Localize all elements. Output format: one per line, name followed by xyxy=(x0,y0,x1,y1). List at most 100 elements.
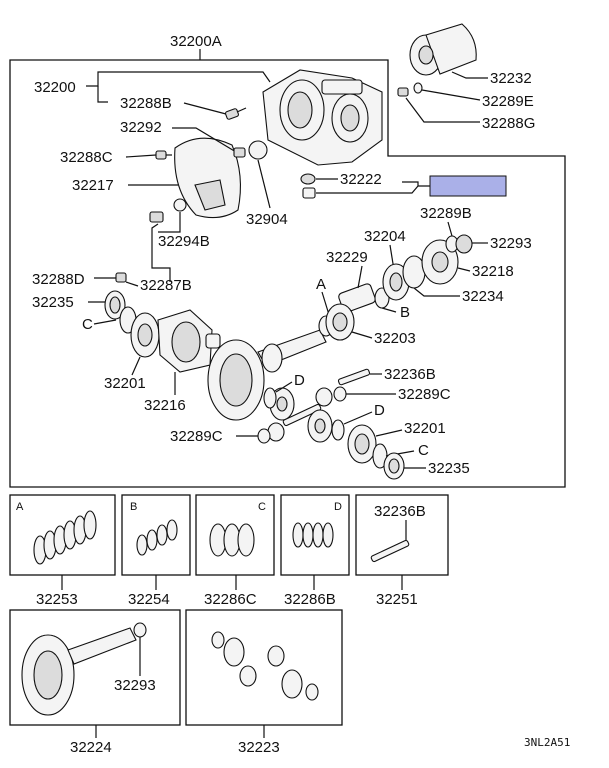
nut-32293 xyxy=(455,234,473,254)
subbox-C-part[interactable]: 32286C xyxy=(204,591,257,608)
shim-set-C xyxy=(209,523,255,557)
label-32201-b[interactable]: 32201 xyxy=(404,420,446,437)
leader-32288B xyxy=(183,102,227,115)
label-32232[interactable]: 32232 xyxy=(490,70,532,87)
leader-32904 xyxy=(257,159,271,209)
bottom-box-diff-gears: 32223 xyxy=(185,609,343,756)
bottom-box-1-part[interactable]: 32224 xyxy=(70,739,112,756)
shaft-pin xyxy=(282,403,322,427)
label-32204[interactable]: 32204 xyxy=(364,228,406,245)
label-32234[interactable]: 32234 xyxy=(462,288,504,305)
label-32236B[interactable]: 32236B xyxy=(384,366,436,383)
subbox-pin-part[interactable]: 32251 xyxy=(376,591,418,608)
label-32222[interactable]: 32222 xyxy=(340,171,382,188)
subbox-pin-label[interactable]: 32236B xyxy=(374,503,426,520)
leader-32287C-b xyxy=(316,185,419,194)
letter-A: A xyxy=(316,276,326,293)
label-32289E[interactable]: 32289E xyxy=(482,93,534,110)
leader-32288C xyxy=(125,154,157,158)
label-32293-a[interactable]: 32293 xyxy=(490,235,532,252)
plug-32294B xyxy=(149,198,187,223)
leader-32201-b xyxy=(375,429,403,437)
diff-case-32216 xyxy=(157,309,221,373)
label-32288C[interactable]: 32288C xyxy=(60,149,113,166)
label-32289B[interactable]: 32289B xyxy=(420,205,472,222)
leader-D-2 xyxy=(343,411,373,425)
plug-32904 xyxy=(248,140,268,160)
subbox-B-part[interactable]: 32254 xyxy=(128,591,170,608)
seal-32235-right xyxy=(383,452,405,480)
leader-32287C-a xyxy=(402,181,430,187)
letter-B: B xyxy=(400,304,410,321)
pin-32236B xyxy=(337,368,371,386)
bottom-box-2-part[interactable]: 32223 xyxy=(238,739,280,756)
label-32287B[interactable]: 32287B xyxy=(140,277,192,294)
label-32229[interactable]: 32229 xyxy=(326,249,368,266)
bolt-32288B xyxy=(225,107,247,120)
extension-32232 xyxy=(409,23,477,76)
letter-D-2: D xyxy=(374,402,385,419)
washer-32289C-a xyxy=(333,386,347,402)
label-32289C-a[interactable]: 32289C xyxy=(398,386,451,403)
label-32292[interactable]: 32292 xyxy=(120,119,162,136)
shim-set-B xyxy=(136,519,178,556)
label-32217[interactable]: 32217 xyxy=(72,177,114,194)
leader-D-1 xyxy=(275,381,293,393)
subbox-pin: 32236B 32251 xyxy=(355,494,449,608)
leader-C-1 xyxy=(93,319,117,325)
label-32288B[interactable]: 32288B xyxy=(120,95,172,112)
subbox-D-part[interactable]: 32286B xyxy=(284,591,336,608)
letter-C-2: C xyxy=(418,442,429,459)
nut-32222 xyxy=(300,173,316,185)
shim-D-left xyxy=(263,387,277,409)
side-gear-right xyxy=(307,409,333,443)
label-32288G[interactable]: 32288G xyxy=(482,115,535,132)
label-32216[interactable]: 32216 xyxy=(144,397,186,414)
leader-32287B xyxy=(125,281,139,287)
leader-32201-a xyxy=(131,356,141,376)
ring-gear-pinion xyxy=(207,329,327,421)
bearing-32201-right xyxy=(347,424,377,464)
assembly-label[interactable]: 32200A xyxy=(170,33,222,50)
plug-32287C xyxy=(302,187,316,199)
label-32288D[interactable]: 32288D xyxy=(32,271,85,288)
bolt-32288C xyxy=(155,150,172,160)
label-32289C-b[interactable]: 32289C xyxy=(170,428,223,445)
subbox-A: A 32253 xyxy=(9,494,116,608)
letter-C-1: C xyxy=(82,316,93,333)
bottom-box-1-inner[interactable]: 32293 xyxy=(114,677,156,694)
bearing-32203 xyxy=(325,303,355,341)
subbox-B-letter: B xyxy=(130,501,137,513)
leader-32288G xyxy=(405,97,480,123)
subbox-C-letter: C xyxy=(258,501,266,513)
leader-32200 xyxy=(86,71,271,87)
carrier-housing xyxy=(262,69,383,166)
label-32218[interactable]: 32218 xyxy=(472,263,514,280)
leader-32289E xyxy=(421,89,481,101)
bottom-box-ring-gear: 32293 32224 xyxy=(9,609,181,756)
bolt-32288G xyxy=(397,87,409,97)
subbox-D: D 32286B xyxy=(280,494,350,608)
label-32904[interactable]: 32904 xyxy=(246,211,288,228)
leader-32200b xyxy=(97,86,108,103)
letter-D-1: D xyxy=(294,372,305,389)
leader-32203 xyxy=(351,331,373,339)
washer-32289C-b xyxy=(257,428,271,444)
main-frame xyxy=(9,59,566,488)
rear-cover xyxy=(174,137,241,219)
subbox-A-part[interactable]: 32253 xyxy=(36,591,78,608)
seal-32235-left xyxy=(104,290,126,320)
label-32203[interactable]: 32203 xyxy=(374,330,416,347)
diagram-code: 3NL2A51 xyxy=(524,736,570,749)
highlight-box-32287C xyxy=(429,175,507,197)
label-32235-b[interactable]: 32235 xyxy=(428,460,470,477)
washer-32289E xyxy=(413,82,423,94)
subbox-C: C 32286C xyxy=(195,494,275,608)
label-32201-a[interactable]: 32201 xyxy=(104,375,146,392)
label-32294B[interactable]: 32294B xyxy=(158,233,210,250)
bearing-32201-left xyxy=(130,312,160,358)
label-32200[interactable]: 32200 xyxy=(34,79,76,96)
label-32235-a[interactable]: 32235 xyxy=(32,294,74,311)
leader-32294B-b xyxy=(158,212,181,233)
